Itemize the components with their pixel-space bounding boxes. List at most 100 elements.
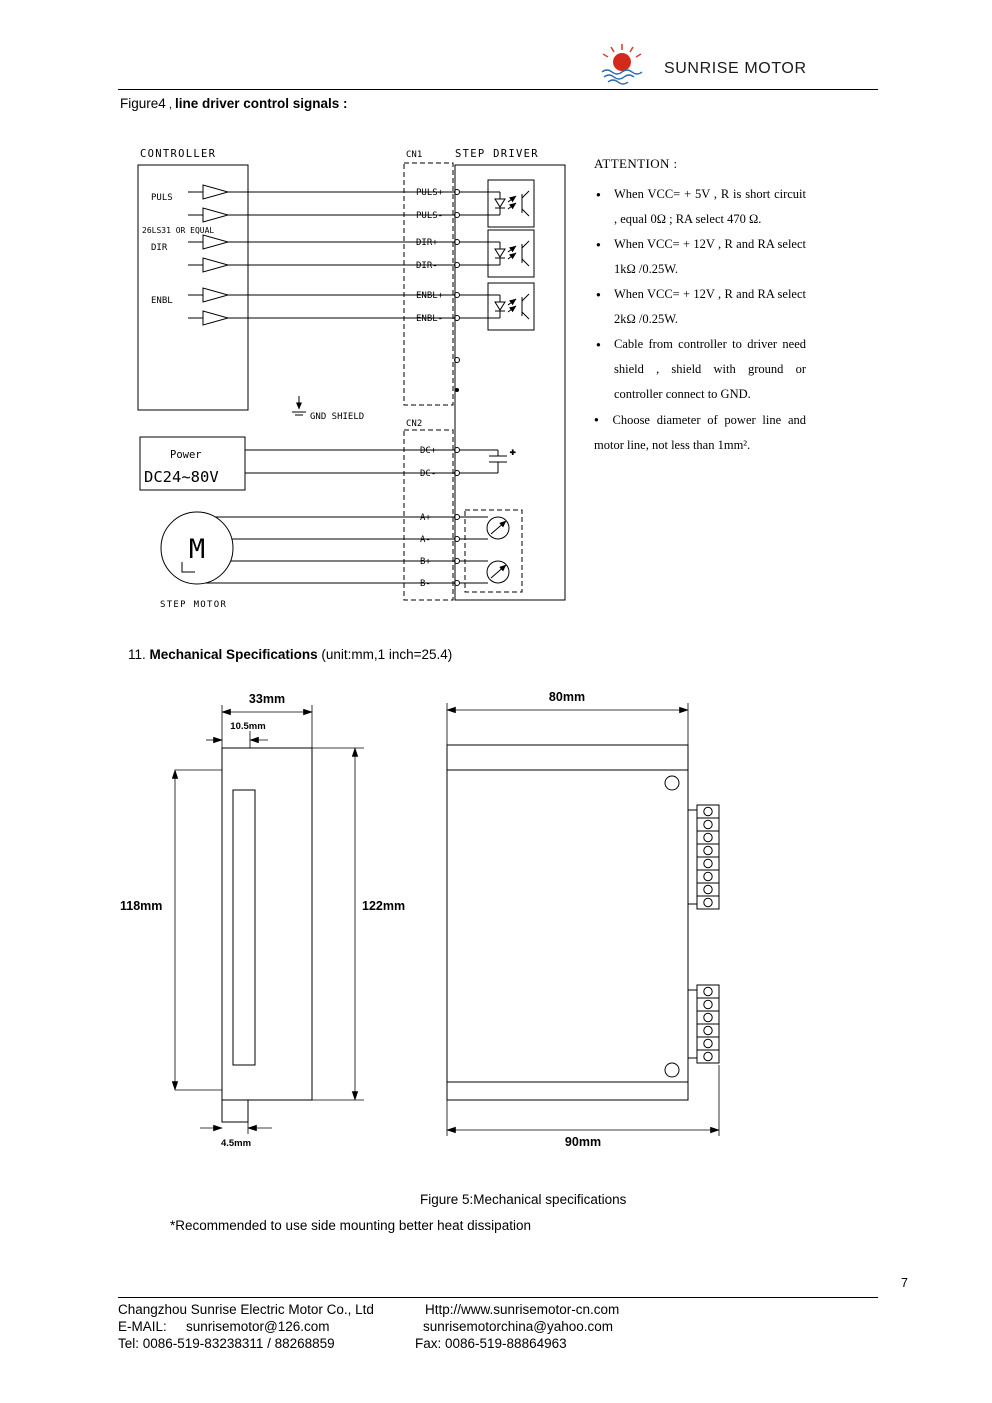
- optocoupler-1-icon: [459, 179, 535, 228]
- output-stage-box: [464, 509, 523, 593]
- figure4-comma: ,: [165, 99, 175, 111]
- attention-item-text: When VCC= + 12V , R and RA select 2kΩ /0…: [614, 287, 806, 326]
- footer-rule: [118, 1297, 878, 1298]
- figure5-mechanical-drawing: 33mm 10.5mm 118mm 122mm 4.5mm: [120, 690, 720, 1149]
- optocoupler-3-icon: [459, 282, 535, 331]
- power-label: Power: [170, 449, 202, 461]
- dir-label: DIR: [151, 243, 168, 253]
- attention-panel: ATTENTION : ● When VCC= + 5V , R is shor…: [594, 156, 806, 458]
- dim-33mm: 33mm: [249, 692, 285, 706]
- line-driver-buffer-icons: [188, 184, 230, 326]
- front-view: [221, 747, 313, 1123]
- mech-heading-title: Mechanical Specifications: [149, 647, 318, 662]
- attention-item-5: ●Choose diameter of power line and motor…: [594, 407, 806, 458]
- dim-90mm: 90mm: [565, 1135, 601, 1149]
- email-address-1: sunrisemotor@126.com: [186, 1319, 330, 1334]
- gnd-shield-label: GND SHIELD: [310, 412, 364, 422]
- screw-hole-top: [664, 775, 680, 791]
- mounting-note: *Recommended to use side mounting better…: [170, 1218, 531, 1233]
- optocoupler-2-icon: [459, 229, 535, 278]
- terminal-dir-minus: DIR-: [416, 261, 438, 271]
- controller-block: CONTROLLER PULS 26LS31 OR EQUAL DIR ENBL: [137, 148, 249, 411]
- cn2-label: CN2: [406, 419, 422, 429]
- attention-item-1: ● When VCC= + 5V , R is short circuit , …: [594, 182, 806, 232]
- dim-80mm: 80mm: [549, 690, 585, 704]
- motor-shaft-icon: [181, 562, 195, 573]
- step-driver-box: [454, 164, 566, 601]
- transistor-icon: [486, 560, 510, 584]
- email-label: E-MAIL:: [118, 1319, 167, 1334]
- bullet-icon: ●: [594, 415, 603, 424]
- attention-item-3: ● When VCC= + 12V , R and RA select 2kΩ …: [594, 282, 806, 332]
- bullet-icon: ●: [596, 240, 601, 249]
- attention-item-text: When VCC= + 5V , R is short circuit , eq…: [614, 187, 806, 226]
- cn1-connector: CN1 PULS+ PULS- DIR+ DIR- ENBL+ ENBL-: [403, 150, 454, 406]
- figure5-caption: Figure 5:Mechanical specifications: [420, 1192, 627, 1207]
- capacitor-icon: +: [459, 448, 517, 474]
- terminal-puls-plus: PULS+: [416, 188, 444, 198]
- front-view-dimensions: 33mm 10.5mm 118mm 122mm 4.5mm: [120, 692, 405, 1149]
- screw-hole-bottom: [664, 1062, 680, 1078]
- figure4-heading: Figure4 , line driver control signals :: [120, 96, 348, 111]
- dim-118mm: 118mm: [120, 899, 162, 913]
- attention-title: ATTENTION :: [594, 156, 678, 171]
- website-link: Http://www.sunrisemotor-cn.com: [425, 1302, 620, 1317]
- bullet-icon: ●: [596, 290, 601, 299]
- motor-letter: M: [189, 534, 205, 565]
- terminal-strip-bottom: [688, 984, 720, 1064]
- cn1-label: CN1: [406, 150, 422, 160]
- mech-heading-number: 11.: [128, 647, 146, 662]
- bottom-tab: [221, 1099, 249, 1123]
- figure4-prefix: Figure4: [120, 96, 166, 111]
- figure4-circuit-diagram: CONTROLLER PULS 26LS31 OR EQUAL DIR ENBL: [137, 148, 566, 610]
- footer-line-company: Changzhou Sunrise Electric Motor Co., Lt…: [118, 1302, 888, 1317]
- dim-122mm: 122mm: [362, 899, 405, 913]
- terminal-dc-plus: DC+: [420, 446, 437, 456]
- bullet-icon: ●: [596, 190, 601, 199]
- terminal-enbl-minus: ENBL-: [416, 314, 443, 324]
- power-supply-block: Power DC24~80V: [139, 436, 454, 491]
- terminal-a-minus: A-: [420, 535, 431, 545]
- chip-label: 26LS31 OR EQUAL: [142, 226, 214, 235]
- attention-item-2: ● When VCC= + 12V , R and RA select 1kΩ …: [594, 232, 806, 282]
- side-view-dimensions: 80mm 90mm: [446, 690, 720, 1149]
- bullet-icon: ●: [596, 340, 601, 349]
- fax-number: Fax: 0086-519-88864963: [415, 1336, 567, 1351]
- mech-heading-suffix: (unit:mm,1 inch=25.4): [321, 647, 453, 662]
- attention-item-4: ● Cable from controller to driver need s…: [594, 332, 806, 407]
- sun-icon: [613, 53, 631, 71]
- attention-item-text: Cable from controller to driver need shi…: [614, 337, 806, 401]
- step-motor-block: M STEP MOTOR: [160, 511, 454, 610]
- controller-box: [137, 164, 249, 411]
- power-voltage-label: DC24~80V: [144, 468, 219, 486]
- terminal-puls-minus: PULS-: [416, 211, 443, 221]
- company-logo: [601, 44, 643, 85]
- gnd-shield: GND SHIELD: [292, 396, 364, 422]
- company-name: Changzhou Sunrise Electric Motor Co., Lt…: [118, 1302, 374, 1317]
- terminal-b-plus: B+: [420, 557, 431, 567]
- figure4-colon: :: [339, 96, 348, 111]
- output-stage: [459, 509, 523, 593]
- dim-10-5mm: 10.5mm: [230, 721, 265, 732]
- page-number: 7: [901, 1276, 908, 1290]
- front-view-body: [221, 747, 313, 1101]
- cn1-box: [403, 162, 454, 406]
- transistor-icon: [486, 516, 510, 540]
- terminal-b-minus: B-: [420, 579, 431, 589]
- side-view: [446, 744, 720, 1101]
- dim-4-5mm: 4.5mm: [221, 1138, 251, 1149]
- mounting-slot: [232, 789, 256, 1066]
- brand-title: SUNRISE MOTOR: [664, 60, 807, 77]
- cn2-connector: CN2 DC+ DC- A+ A- B+ B-: [403, 419, 454, 601]
- enbl-label: ENBL: [151, 296, 173, 306]
- capacitor-plus-label: +: [510, 448, 516, 458]
- step-driver-block: STEP DRIVER: [454, 148, 566, 601]
- terminal-a-plus: A+: [420, 513, 431, 523]
- step-motor-label: STEP MOTOR: [160, 600, 227, 610]
- step-driver-label: STEP DRIVER: [455, 148, 539, 160]
- terminal-enbl-plus: ENBL+: [416, 291, 444, 301]
- terminal-dc-minus: DC-: [420, 469, 436, 479]
